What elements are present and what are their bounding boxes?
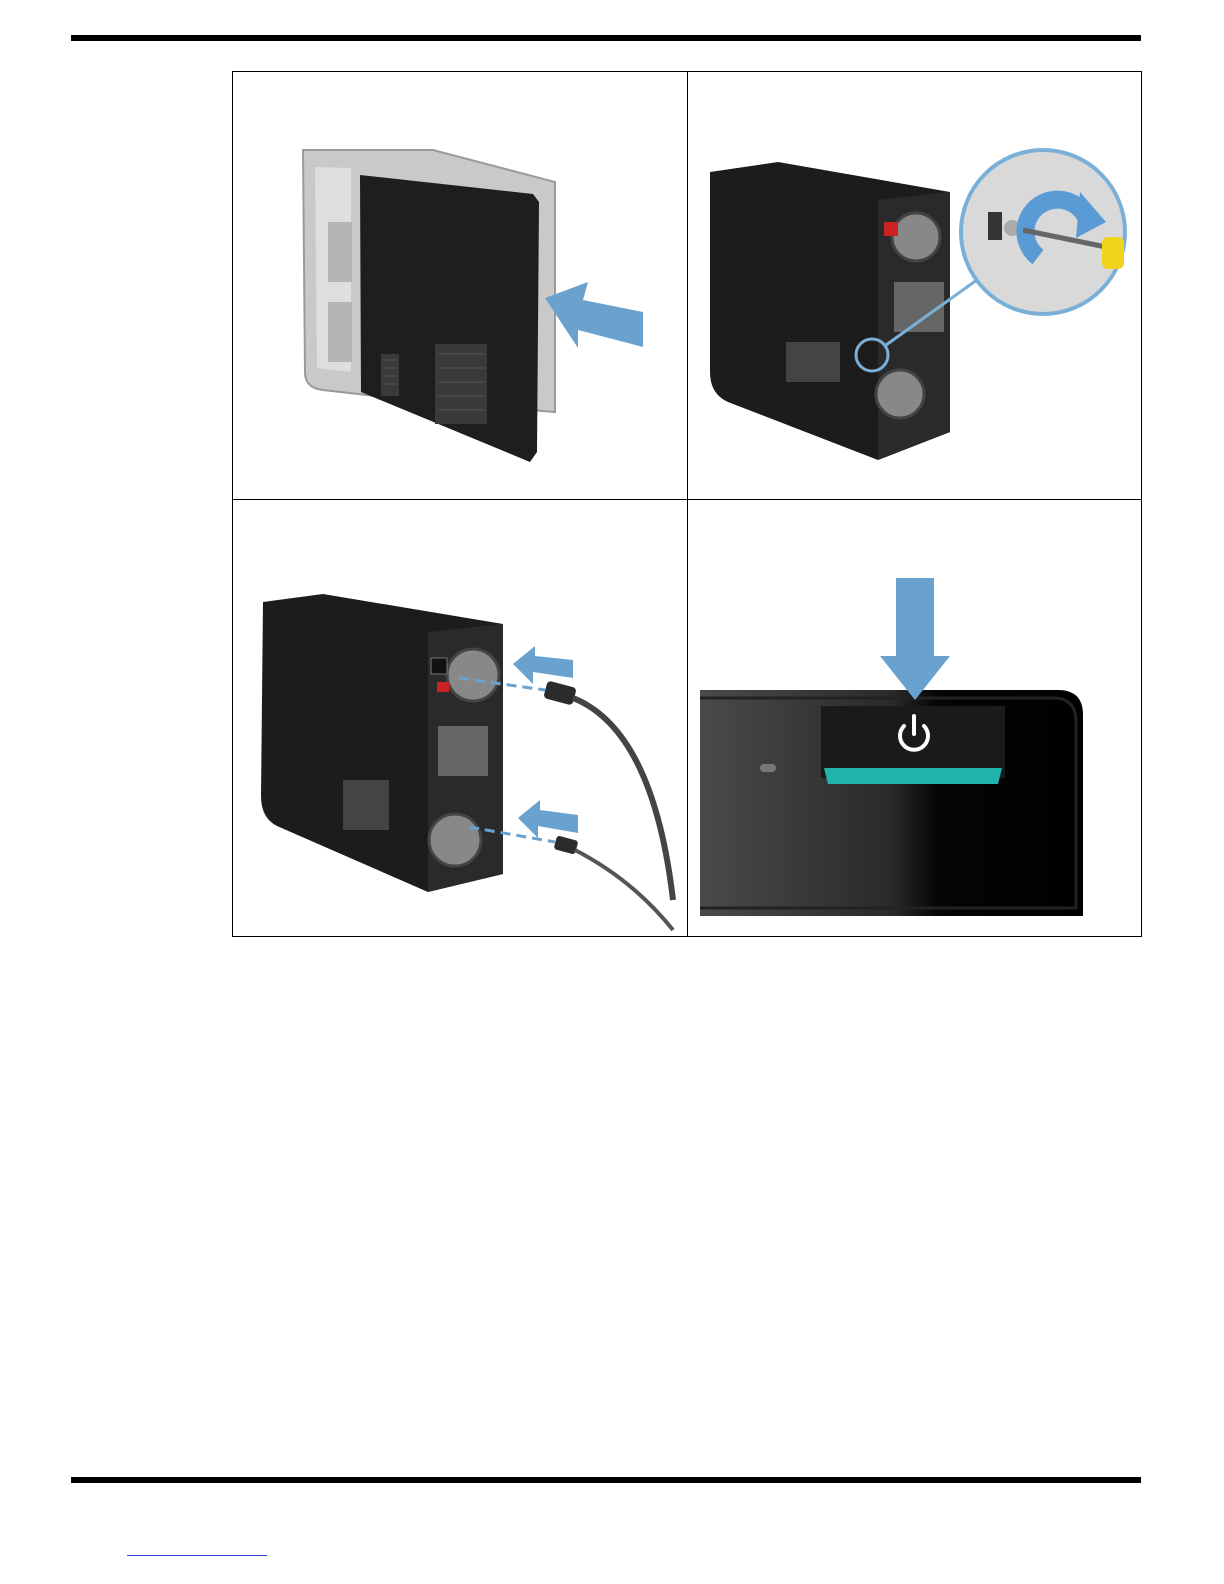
thumbscrew-illustration bbox=[688, 72, 1141, 499]
figure-tighten-thumbscrew bbox=[688, 72, 1141, 499]
side-panel-illustration bbox=[233, 72, 687, 499]
figure-install-side-panel bbox=[233, 72, 687, 499]
screwdriver-icon bbox=[1102, 237, 1124, 269]
arrow-down-icon bbox=[880, 578, 950, 700]
expansion-slots bbox=[438, 726, 488, 776]
case-fan-icon bbox=[876, 370, 924, 418]
drive-bay bbox=[328, 222, 352, 282]
side-vent bbox=[786, 342, 840, 382]
psu-switch bbox=[884, 222, 898, 236]
case-fan-icon bbox=[429, 814, 481, 866]
psu-fan-icon bbox=[447, 649, 499, 701]
figure-press-power-button bbox=[688, 500, 1141, 936]
power-cable bbox=[573, 698, 673, 900]
thumbscrew-icon bbox=[988, 212, 1002, 240]
figure-connect-cables bbox=[233, 500, 687, 936]
arrow-left-icon-lower bbox=[518, 800, 578, 838]
power-button-illustration bbox=[688, 500, 1141, 936]
side-vent bbox=[343, 780, 389, 830]
illustration-grid bbox=[232, 71, 1142, 937]
psu-switch bbox=[437, 682, 449, 692]
expansion-slots bbox=[894, 282, 944, 332]
power-led-bar bbox=[824, 768, 1002, 784]
cables-illustration bbox=[233, 500, 687, 936]
arrow-left-icon bbox=[545, 282, 643, 348]
footer-rule bbox=[71, 1477, 1141, 1483]
drive-bay-lower bbox=[328, 302, 352, 362]
arrow-left-icon bbox=[513, 646, 573, 684]
header-rule bbox=[71, 35, 1141, 41]
footer-link-underline[interactable] bbox=[127, 1555, 267, 1556]
activity-led bbox=[760, 764, 776, 772]
power-socket bbox=[431, 658, 447, 674]
power-plug-icon bbox=[543, 680, 577, 705]
psu-fan-icon bbox=[892, 213, 940, 261]
network-cable bbox=[575, 850, 673, 930]
